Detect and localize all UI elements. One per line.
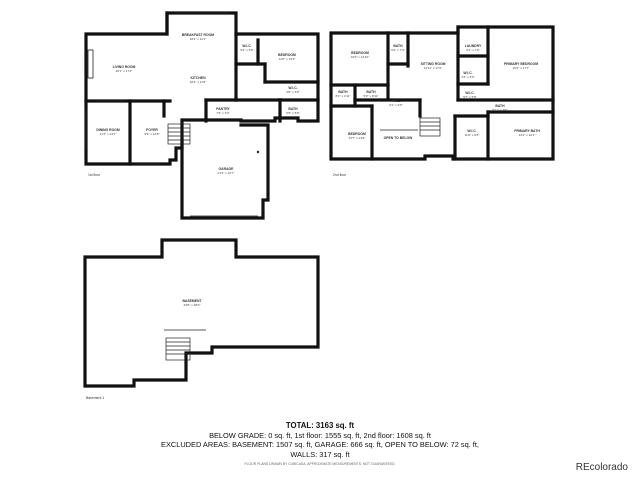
room-label-wic-b: W.I.C. 5'7" x 5'5"	[463, 91, 477, 99]
basement-plan: BASEMENT 33'8" x 38'0" Basement 1	[83, 238, 320, 400]
svg-text:21'3" x 22'7": 21'3" x 22'7"	[218, 171, 235, 175]
floor-label-1st: 1st floor	[88, 173, 101, 177]
svg-text:W.I.C.: W.I.C.	[463, 71, 472, 75]
svg-text:BREAKFAST ROOM: BREAKFAST ROOM	[182, 33, 214, 37]
svg-text:4'8" x 6'6": 4'8" x 6'6"	[286, 90, 300, 94]
svg-text:PRIMARY BEDROOM: PRIMARY BEDROOM	[504, 62, 538, 66]
svg-text:KITCHEN: KITCHEN	[190, 76, 206, 80]
excluded-areas: EXCLUDED AREAS: BASEMENT: 1507 sq. ft, G…	[161, 440, 479, 450]
svg-text:5'9" x 8'11": 5'9" x 8'11"	[363, 94, 378, 98]
svg-text:11'8" x 6'6": 11'8" x 6'6"	[464, 133, 479, 137]
svg-text:6'1" x 9'9": 6'1" x 9'9"	[389, 103, 403, 107]
svg-text:DINING ROOM: DINING ROOM	[96, 128, 120, 132]
room-label-foyer: FOYER 9'5" x 12'8"	[144, 128, 159, 136]
room-label-breakfast: BREAKFAST ROOM 18'4" x 11'1"	[182, 33, 214, 41]
svg-text:LAUNDRY: LAUNDRY	[465, 44, 482, 48]
floor-label-2nd: 2nd floor	[333, 173, 347, 177]
room-label-basement: BASEMENT 33'8" x 38'0"	[182, 299, 202, 307]
room-label-pantry: PANTRY 7'3" x 3'2"	[216, 107, 230, 115]
svg-text:BATH: BATH	[288, 107, 298, 111]
svg-text:5'7" x 5'5": 5'7" x 5'5"	[463, 95, 477, 99]
svg-text:11'3" x 14'7": 11'3" x 14'7"	[100, 132, 117, 136]
svg-text:BATH: BATH	[366, 90, 376, 94]
room-label-bedroom-b: BEDROOM 13'7" x 14'6"	[348, 132, 366, 140]
svg-text:16'9" x 12'10": 16'9" x 12'10"	[351, 55, 370, 59]
svg-text:PANTRY: PANTRY	[216, 107, 230, 111]
svg-text:12'11" x 17'2": 12'11" x 17'2"	[424, 66, 442, 70]
room-label-wic: W.I.C. 5'4" x 5'6"	[240, 44, 254, 52]
svg-text:16'2" x 17'7": 16'2" x 17'7"	[513, 66, 530, 70]
room-label-primary-bath: PRIMARY BATH 13'4" x 10'1"	[514, 129, 540, 137]
svg-text:18'4" x 11'5": 18'4" x 11'5"	[190, 80, 207, 84]
room-label-bath-c: BATH 5'9" x 8'11"	[363, 90, 378, 98]
room-label-garage: GARAGE 21'3" x 22'7"	[218, 167, 235, 175]
disclaimer-text: FLOOR PLANS DRAWN BY CUBICASA. APPROXIMA…	[244, 462, 396, 466]
svg-text:PRIMARY BATH: PRIMARY BATH	[514, 129, 540, 133]
area-breakdown: BELOW GRADE: 0 sq. ft, 1st floor: 1555 s…	[209, 430, 431, 440]
svg-text:5'6" x 5'6": 5'6" x 5'6"	[286, 111, 300, 115]
room-label-kitchen: KITCHEN 18'4" x 11'5"	[190, 76, 207, 84]
svg-text:BEDROOM: BEDROOM	[348, 132, 366, 136]
svg-text:BASEMENT: BASEMENT	[182, 299, 202, 303]
room-label-bedroom: BEDROOM 12'6" x 14'9"	[278, 53, 296, 61]
second-floor-plan: BEDROOM 16'9" x 12'10" BATH 5'2" x 7'3" …	[329, 25, 555, 177]
svg-text:BEDROOM: BEDROOM	[351, 51, 369, 55]
svg-text:HALL: HALL	[391, 99, 400, 103]
room-label-primary-bedroom: PRIMARY BEDROOM 16'2" x 17'7"	[504, 62, 538, 70]
floor-label-basement: Basement 1	[86, 396, 104, 400]
svg-text:OPEN TO BELOW: OPEN TO BELOW	[384, 136, 414, 140]
garage-fixture-marker	[256, 150, 260, 154]
room-label-wic-c: W.I.C. 11'8" x 6'6"	[464, 129, 479, 137]
svg-text:8'1" x 4'11": 8'1" x 4'11"	[335, 94, 350, 98]
svg-text:9'5" x 12'8": 9'5" x 12'8"	[144, 132, 159, 136]
svg-text:BATH: BATH	[393, 44, 403, 48]
svg-text:33'8" x 38'0": 33'8" x 38'0"	[184, 303, 201, 307]
svg-text:7'3" x 3'2": 7'3" x 3'2"	[216, 111, 230, 115]
svg-text:W.I.C.: W.I.C.	[465, 91, 474, 95]
room-label-bedroom-a: BEDROOM 16'9" x 12'10"	[351, 51, 370, 59]
room-label-living: LIVING ROOM 16'1" x 17'2"	[113, 65, 136, 73]
svg-text:BATH: BATH	[338, 90, 348, 94]
svg-text:LIVING ROOM: LIVING ROOM	[113, 65, 136, 69]
walls-area: WALLS: 317 sq. ft	[290, 449, 350, 459]
room-label-laundry: LAUNDRY 6'1" x 7'6"	[465, 44, 482, 52]
room-label-hall: HALL 6'1" x 9'9"	[389, 99, 403, 107]
room-label-wic-a: W.I.C. 3'4" x 5'6"	[461, 71, 475, 79]
svg-text:BATH: BATH	[495, 104, 505, 108]
svg-text:12'6" x 14'9": 12'6" x 14'9"	[279, 57, 296, 61]
svg-text:BEDROOM: BEDROOM	[278, 53, 296, 57]
first-floor-plan: BREAKFAST ROOM 18'4" x 11'1" LIVING ROOM…	[84, 11, 320, 220]
svg-text:W.I.C.: W.I.C.	[242, 44, 251, 48]
svg-text:5'2" x 7'3": 5'2" x 7'3"	[391, 48, 405, 52]
svg-text:5'4" x 5'6": 5'4" x 5'6"	[240, 48, 254, 52]
brand-logo: REcolorado	[575, 462, 628, 473]
room-label-bath-b: BATH 8'1" x 4'11"	[335, 90, 350, 98]
room-label-bath-a: BATH 5'2" x 7'3"	[391, 44, 405, 52]
svg-text:SITTING ROOM: SITTING ROOM	[421, 62, 446, 66]
svg-text:3'4" x 5'6": 3'4" x 5'6"	[461, 75, 475, 79]
svg-text:W.I.C.: W.I.C.	[288, 86, 297, 90]
svg-text:FOYER: FOYER	[146, 128, 158, 132]
room-label-sitting: SITTING ROOM 12'11" x 17'2"	[421, 62, 446, 70]
svg-text:6'1" x 7'6": 6'1" x 7'6"	[466, 48, 480, 52]
room-label-bath-d: BATH 5'11" x 7'6"	[492, 104, 507, 112]
room-label-bath: BATH 5'6" x 5'6"	[286, 107, 300, 115]
svg-text:13'7" x 14'6": 13'7" x 14'6"	[349, 136, 366, 140]
svg-text:18'4" x 11'1": 18'4" x 11'1"	[190, 37, 207, 41]
svg-text:16'1" x 17'2": 16'1" x 17'2"	[116, 69, 133, 73]
svg-text:13'4" x 10'1": 13'4" x 10'1"	[519, 133, 536, 137]
svg-text:5'11" x 7'6": 5'11" x 7'6"	[492, 108, 507, 112]
room-label-dining: DINING ROOM 11'3" x 14'7"	[96, 128, 120, 136]
area-totals: TOTAL: 3163 sq. ft BELOW GRADE: 0 sq. ft…	[120, 421, 520, 459]
room-label-wic-2: W.I.C. 4'8" x 6'6"	[286, 86, 300, 94]
room-label-open-below: OPEN TO BELOW	[384, 136, 414, 140]
svg-text:W.I.C.: W.I.C.	[467, 129, 476, 133]
svg-text:GARAGE: GARAGE	[219, 167, 235, 171]
total-area: TOTAL: 3163 sq. ft	[285, 421, 355, 430]
